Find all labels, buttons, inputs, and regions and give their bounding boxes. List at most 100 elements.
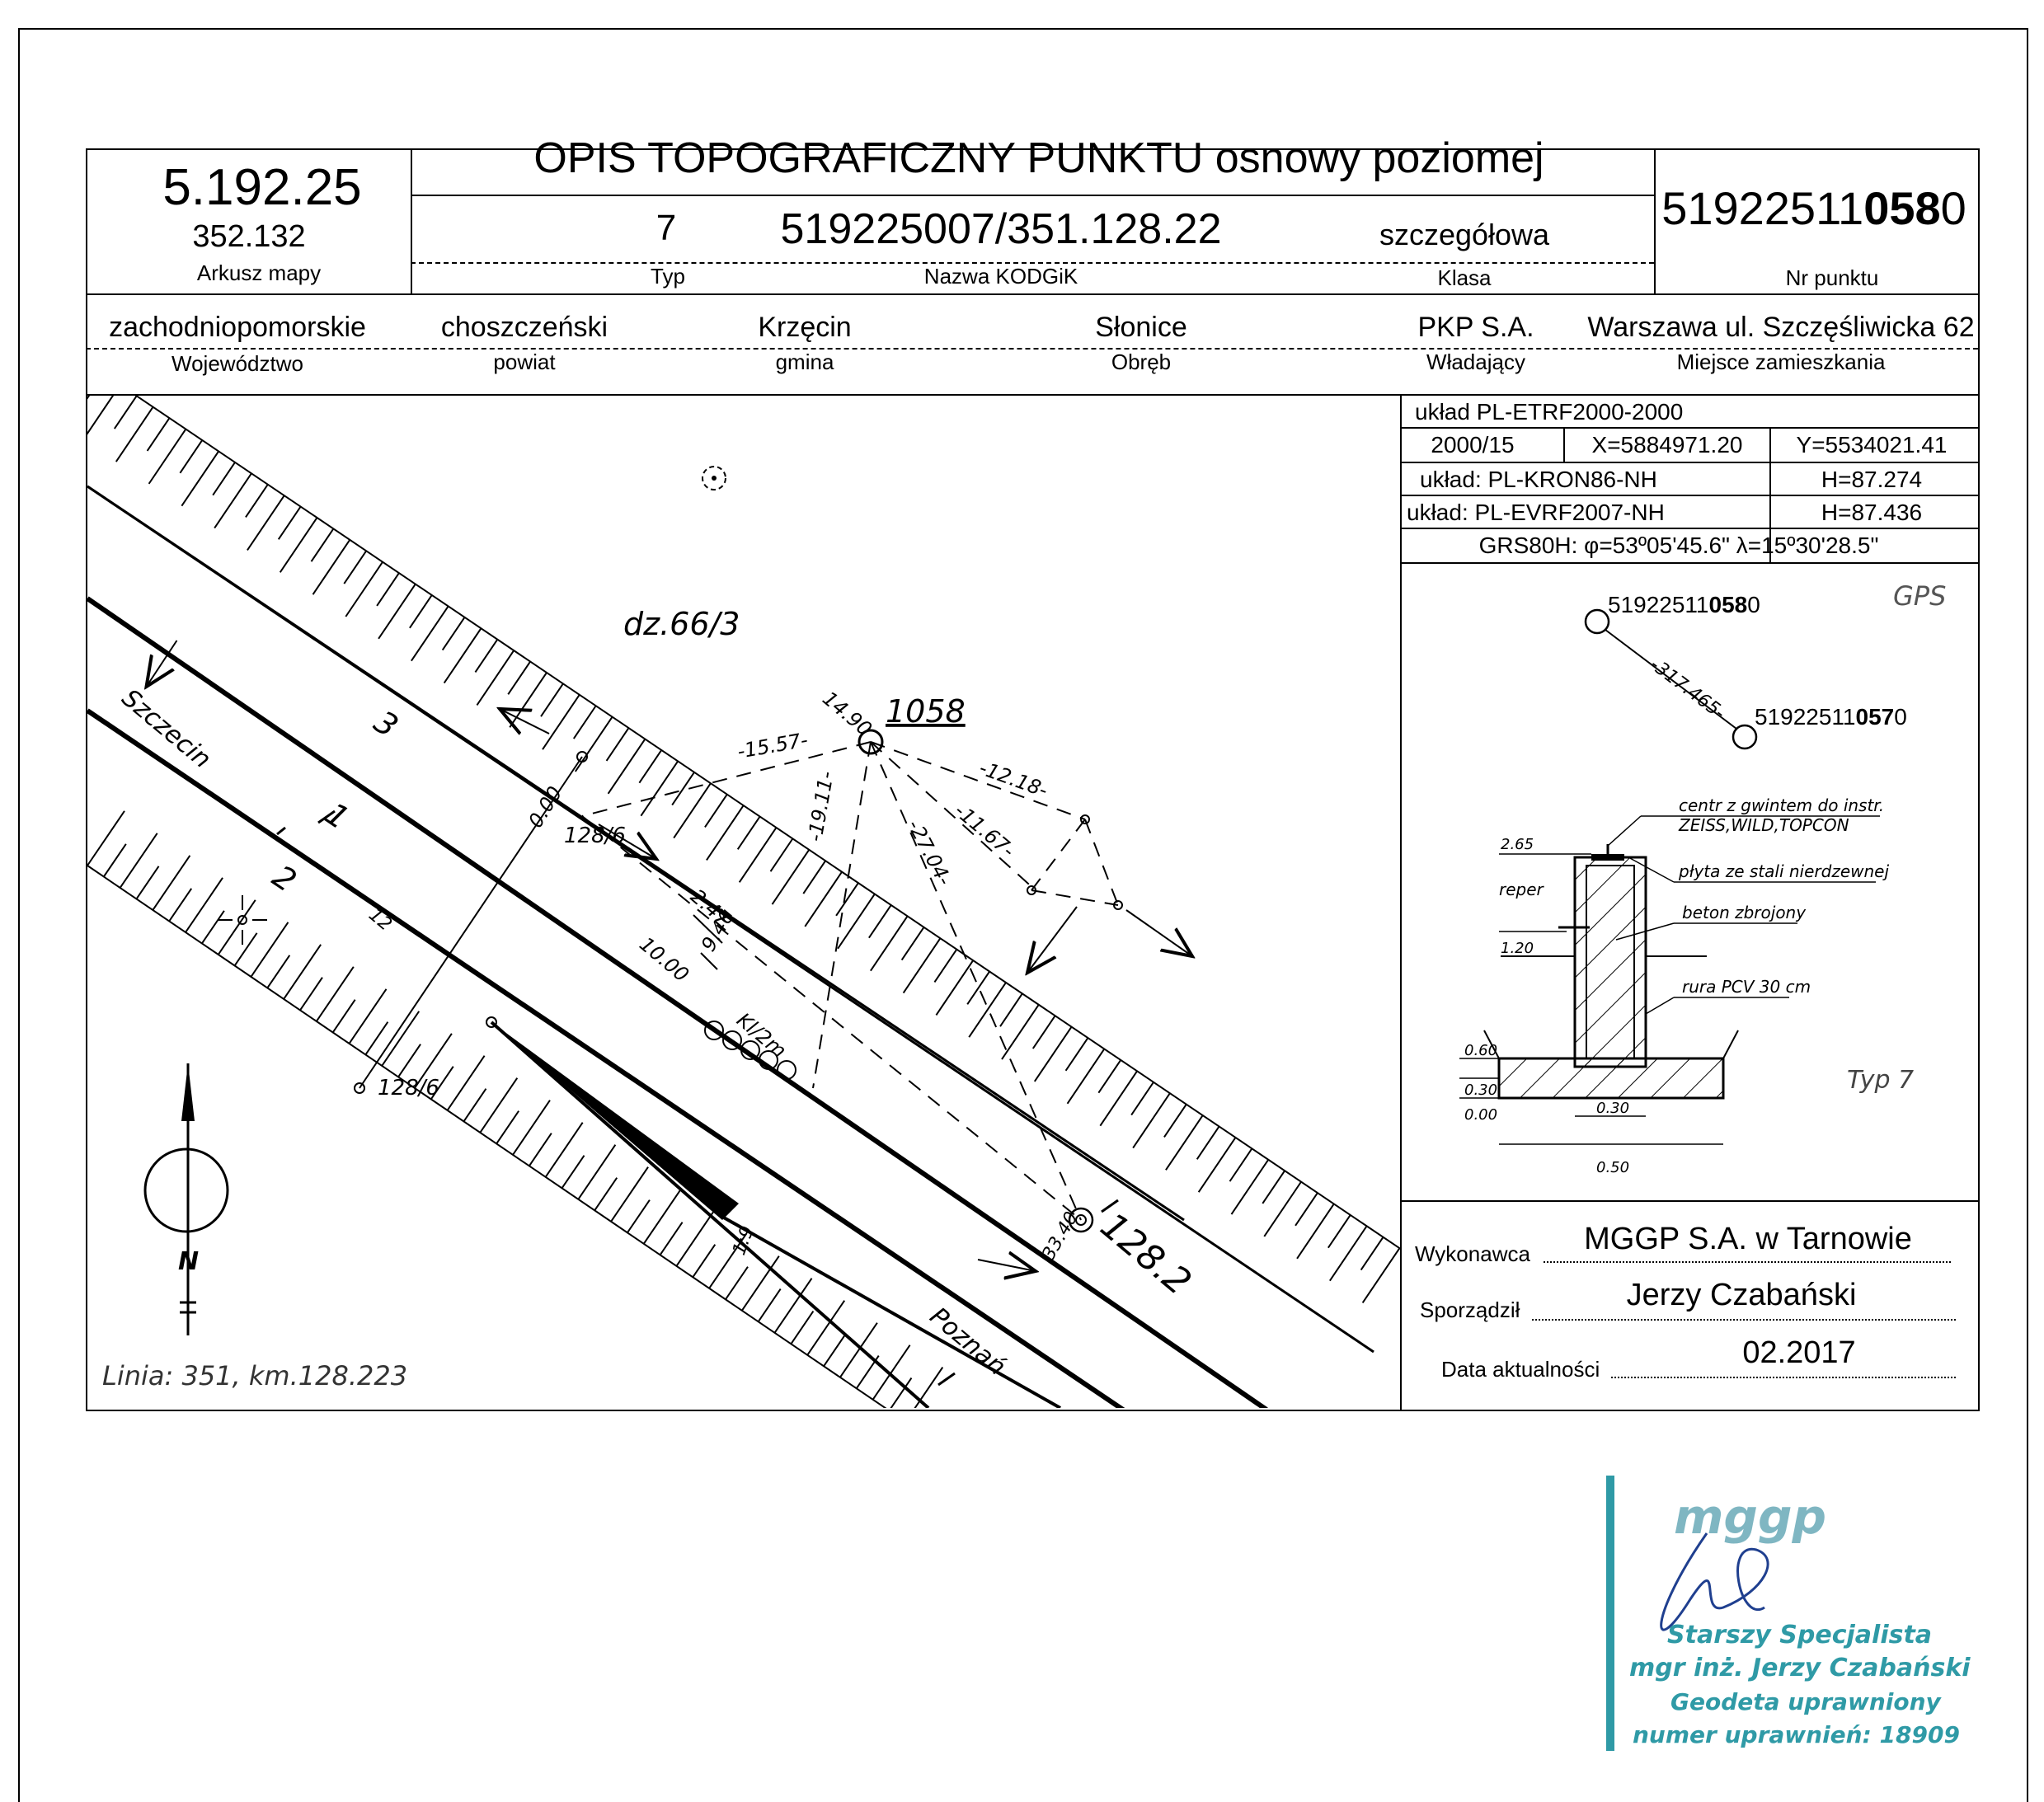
system1: układ PL-ETRF2000-2000	[1415, 399, 1684, 425]
coord-y: Y=5534021.41	[1796, 432, 1948, 458]
level-060: 0.60	[1464, 1042, 1497, 1059]
zone: 2000/15	[1431, 432, 1515, 458]
dist-1167: -11.67-	[950, 799, 1019, 862]
header-dashed-line	[411, 262, 1654, 264]
dist-2704: -27.04-	[903, 816, 956, 889]
contractor-dots	[1544, 1261, 1951, 1263]
voivodeship-label: Województwo	[172, 351, 303, 376]
location-bottom-line	[86, 394, 1978, 396]
system3: układ: PL-EVRF2007-NH	[1407, 500, 1665, 525]
form-frame	[86, 148, 1980, 1411]
right-panel-divider	[1400, 394, 1402, 1410]
level-030: 0.30	[1464, 1082, 1497, 1099]
stamp-line-2: mgr inż. Jerzy Czabański	[1629, 1654, 1971, 1682]
precinct-value: Słonice	[1095, 312, 1187, 343]
label-reper: reper	[1499, 880, 1545, 899]
author-value: Jerzy Czabański	[1626, 1278, 1857, 1312]
coord-line-3	[1400, 495, 1978, 496]
commune-label: gmina	[775, 350, 834, 374]
embankment-upper	[87, 396, 1400, 1304]
author-dots	[1532, 1319, 1956, 1321]
class-value: szczegółowa	[1379, 218, 1550, 251]
track-3b	[87, 485, 1374, 1354]
track-2	[87, 708, 1125, 1408]
stamp-bar	[1606, 1476, 1614, 1751]
contractor-label: Wykonawca	[1415, 1241, 1530, 1266]
branch-line	[490, 1021, 930, 1408]
signature	[1660, 1532, 1769, 1631]
system2: układ: PL-KRON86-NH	[1420, 467, 1657, 492]
construction-type: Typ 7	[1847, 1066, 1914, 1095]
line-km-label: Linia: 351, km.128.223	[102, 1360, 407, 1391]
branch-line-2	[721, 1215, 1061, 1408]
county-value: choszczeński	[440, 312, 609, 343]
track-3-label: 3	[368, 703, 405, 744]
excavation-right	[1722, 1030, 1739, 1059]
width-030: 0.30	[1596, 1100, 1629, 1117]
construction-diagram: centr z gwintem do instr. ZEISS,WILD,TOP…	[1459, 795, 1914, 1176]
pillar	[1573, 856, 1647, 1068]
point-number-suffix: 0	[1940, 182, 1966, 234]
map-sheet-label: Arkusz mapy	[196, 260, 322, 285]
dist-1490: 14.90	[818, 687, 876, 741]
note-instruments: ZEISS,WILD,TOPCON	[1678, 815, 1849, 835]
gps-point-1-prefix: 51922511	[1608, 592, 1709, 617]
width-050: 0.50	[1596, 1159, 1629, 1176]
stamp-seal: mggp	[1606, 1476, 1826, 1751]
location-dashed-line	[86, 348, 1978, 350]
class-label: Klasa	[1437, 265, 1492, 290]
point-label: 1058	[886, 693, 966, 730]
commune-value: Krzęcin	[758, 312, 852, 343]
pillar-inner	[1586, 865, 1635, 1059]
height1: H=87.274	[1821, 467, 1923, 492]
map-sheet-number: 5.192.25	[162, 159, 362, 216]
km-label-1: 128/6	[564, 824, 626, 848]
stamp-line-3: Geodeta uprawniony	[1670, 1688, 1941, 1715]
voivodeship-value: zachodniopomorskie	[109, 312, 366, 343]
level-265: 2.65	[1501, 836, 1534, 853]
gps-point-2-bold: 057	[1855, 704, 1895, 730]
gps-point-2: 519225110570	[1755, 704, 1907, 730]
type-value: 7	[655, 208, 677, 248]
footer-divider	[1400, 1200, 1978, 1202]
gps-point-2-suffix: 0	[1894, 704, 1907, 730]
track-1	[87, 596, 1268, 1408]
parcel-label: dz.66/3	[623, 606, 740, 642]
km-line	[359, 756, 583, 1089]
cable-markers	[704, 1021, 796, 1080]
frog-wedge	[491, 1022, 739, 1220]
gps-point-1: 519225110580	[1608, 592, 1760, 618]
grs-coordinates: GRS80H: φ=53º05'45.6" λ=15º30'28.5"	[1478, 533, 1879, 558]
coord-line-1	[1400, 427, 1978, 429]
residence-value: Warszawa ul. Szczęśliwicka 62	[1587, 312, 1975, 343]
page-title: OPIS TOPOGRAFICZNY PUNKTU osnowy poziome…	[533, 134, 1544, 182]
to-szczecin-label: Szczecin	[116, 683, 217, 774]
gps-vector-line	[1605, 629, 1737, 730]
dist-12: 12	[364, 904, 396, 935]
coord-x: X=5884971.20	[1591, 432, 1743, 458]
coord-vline-2	[1769, 427, 1771, 562]
note-plate: płyta ze stali nierdzewnej	[1678, 861, 1889, 881]
track-1-label: 1	[319, 795, 356, 837]
sketch-map: dz.66/3 1058 3 1 2 Szczecin Poznań 14.90…	[87, 396, 1400, 1408]
crosshair-mark	[218, 895, 267, 945]
north-label: N	[178, 1247, 199, 1276]
point-1058-marker	[858, 729, 884, 755]
owner-label: Władający	[1426, 350, 1525, 374]
dist-3340: 33.40	[1039, 1208, 1083, 1264]
km-label-2: 128/6	[378, 1076, 439, 1100]
gps-point-1-marker	[1584, 608, 1610, 635]
embankment-lower	[87, 810, 944, 1408]
coord-line-5	[1400, 562, 1978, 564]
gps-diagram: -317.465- GPS	[1584, 580, 1946, 750]
type-label: Typ	[651, 264, 685, 289]
point-number-bold: 058	[1863, 182, 1941, 234]
point-number: 519225110580	[1661, 181, 1966, 235]
to-poznan-label: Poznań	[924, 1302, 1012, 1382]
stamp-line-1: Starszy Specjalista	[1667, 1621, 1933, 1649]
coord-line-2	[1400, 462, 1978, 463]
dist-1557: -15.57-	[735, 728, 810, 763]
map-sheet-subnumber: 352.132	[192, 219, 306, 254]
stamp-logo: mggp	[1674, 1489, 1826, 1545]
precinct-label: Obręb	[1111, 350, 1172, 374]
